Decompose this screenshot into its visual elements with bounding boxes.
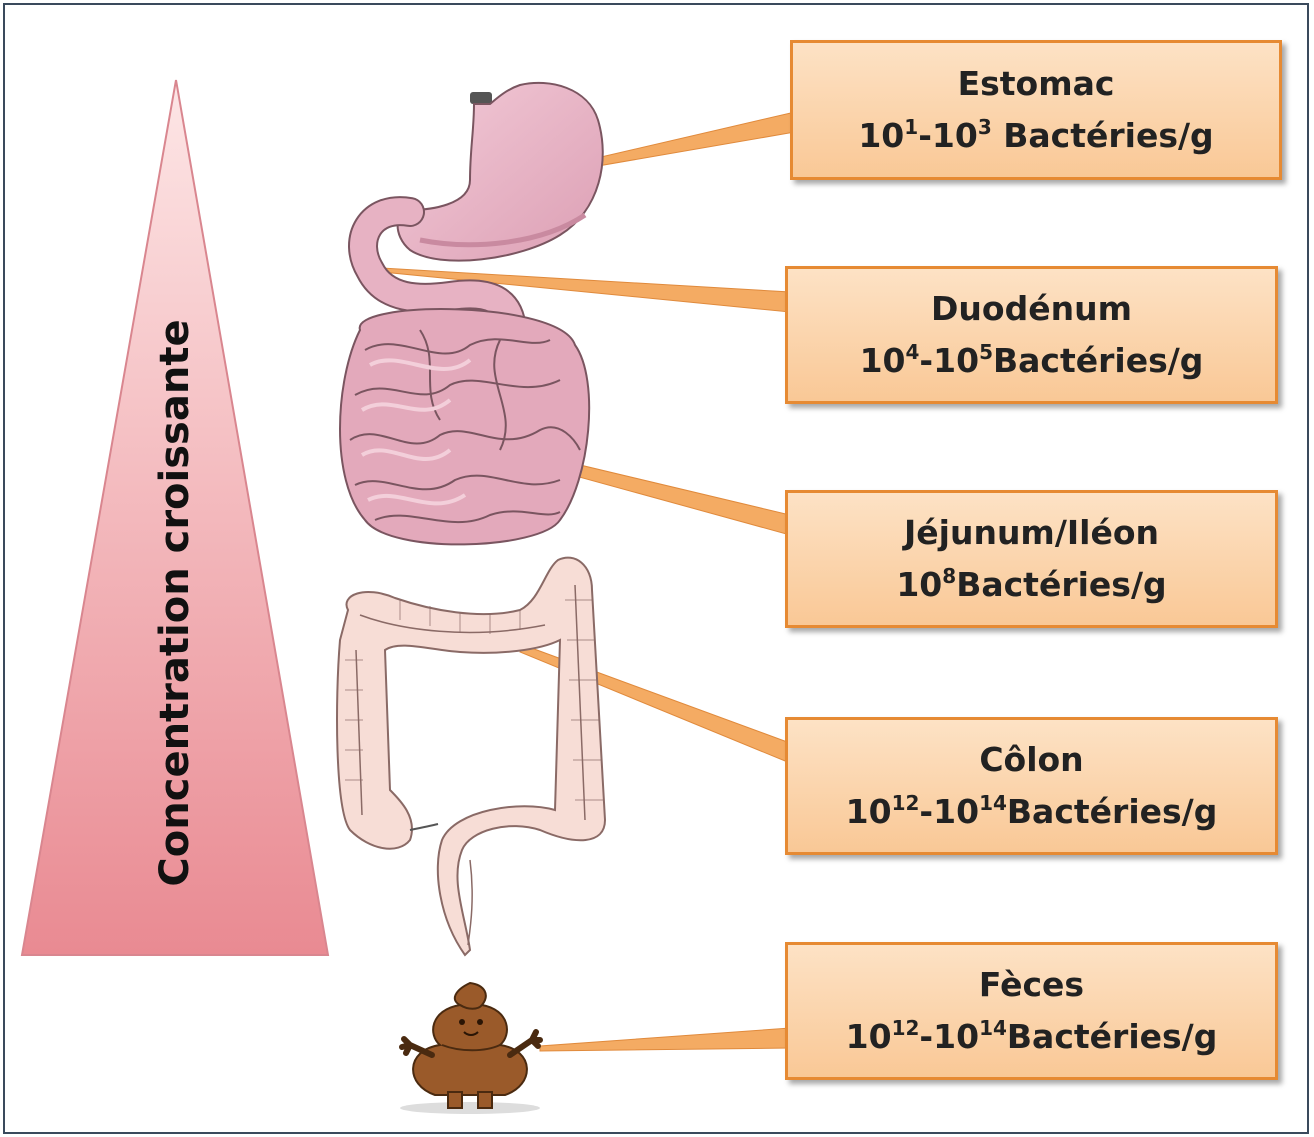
bacteria-concentration: 101-103 Bactéries/g xyxy=(858,110,1213,162)
esophagus-end xyxy=(470,92,492,104)
small-intestine xyxy=(340,309,589,544)
region-name: Fèces xyxy=(979,959,1084,1011)
region-name: Duodénum xyxy=(931,283,1132,335)
leader-line-feces xyxy=(540,1028,790,1051)
label-box-feces: Fèces 1012-1014Bactéries/g xyxy=(785,942,1278,1080)
stomach xyxy=(398,83,603,261)
bacteria-concentration: 1012-1014Bactéries/g xyxy=(846,786,1218,838)
label-box-estomac: Estomac 101-103 Bactéries/g xyxy=(790,40,1282,180)
label-box-duodenum: Duodénum 104-105Bactéries/g xyxy=(785,266,1278,404)
bacteria-concentration: 104-105Bactéries/g xyxy=(860,335,1204,387)
region-name: Estomac xyxy=(958,58,1115,110)
region-name: Jéjunum/Iléon xyxy=(904,507,1159,559)
concentration-axis-label: Concentration croissante xyxy=(152,319,198,886)
label-box-jejunum-ileon: Jéjunum/Iléon 108Bactéries/g xyxy=(785,490,1278,628)
label-box-colon: Côlon 1012-1014Bactéries/g xyxy=(785,717,1278,855)
feces-mascot xyxy=(400,983,540,1114)
region-name: Côlon xyxy=(979,734,1083,786)
bacteria-concentration: 108Bactéries/g xyxy=(896,559,1166,611)
bacteria-concentration: 1012-1014Bactéries/g xyxy=(846,1011,1218,1063)
colon xyxy=(337,558,605,955)
